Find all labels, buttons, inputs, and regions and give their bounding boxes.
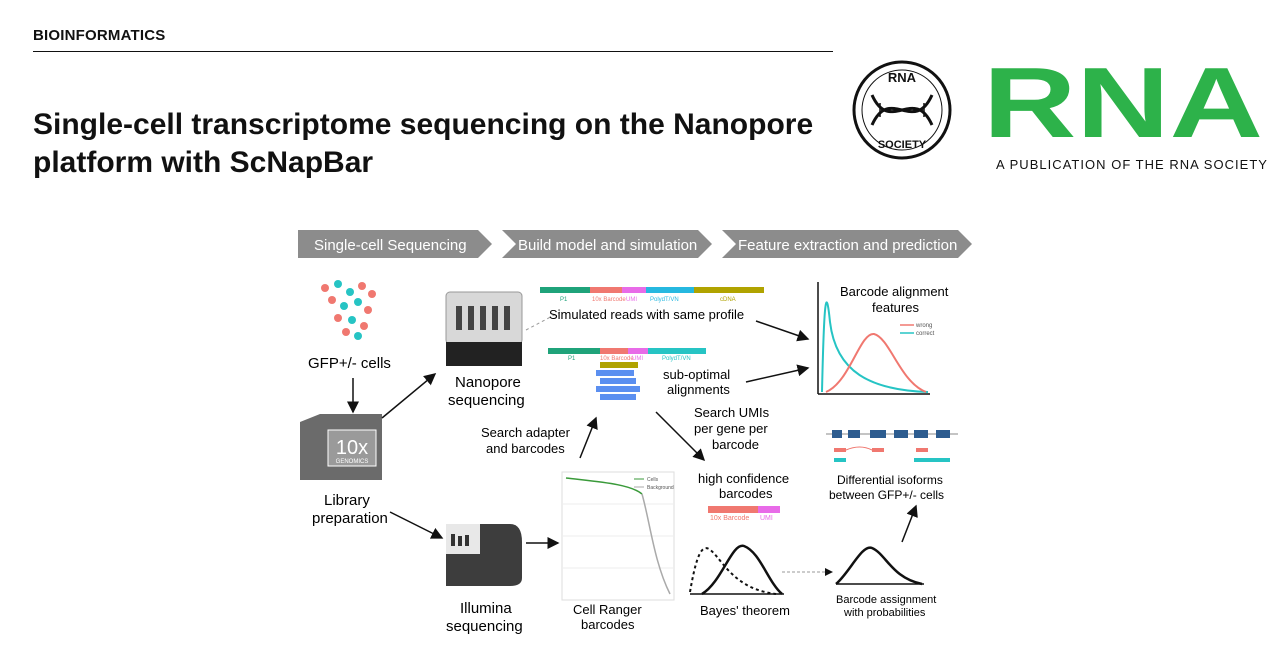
- read2-label-p1: P1: [568, 356, 576, 362]
- assignment-curve: [835, 546, 924, 586]
- stage-2-label: Build model and simulation: [518, 237, 697, 254]
- search-umis-label-1: Search UMIs: [694, 405, 770, 420]
- read-label-cdna: cDNA: [720, 297, 736, 303]
- features-label-1: Barcode alignment: [840, 284, 949, 299]
- nanopore-label-2: sequencing: [448, 392, 525, 409]
- search-adapter-label-1: Search adapter: [481, 425, 571, 440]
- cellranger-label-1: Cell Ranger: [573, 602, 642, 617]
- stage-1-chevron: [298, 230, 492, 258]
- article-title: Single-cell transcriptome sequencing on …: [33, 106, 833, 182]
- rna-society-logo: RNA SOCIETY RNA A PUBLICATION OF THE RNA…: [852, 55, 1268, 172]
- tenx-genomics-device: 10x GENOMICS: [300, 414, 382, 480]
- title-line-1: Single-cell transcriptome sequencing on …: [33, 108, 814, 141]
- tenx-text: 10x: [336, 437, 368, 459]
- kneeplot-legend-background: Background: [647, 485, 674, 491]
- stage-3-label: Feature extraction and prediction: [738, 237, 957, 254]
- bayes-label: Bayes' theorem: [700, 603, 790, 618]
- diff-label-1: Differential isoforms: [837, 473, 943, 487]
- nanopore-label-1: Nanopore: [455, 374, 521, 391]
- features-label-2: features: [872, 300, 919, 315]
- read2-label-barcode: 10x Barcode: [600, 356, 634, 362]
- read-label-umi: UMI: [626, 297, 637, 303]
- kneeplot-legend-cells: Cells: [647, 477, 659, 483]
- search-adapter-label-2: and barcodes: [486, 441, 565, 456]
- features-plot: wrong correct: [817, 282, 935, 395]
- alignment-stack: P1 10x Barcode UMI PolydT/VN: [548, 348, 706, 400]
- seal-bottom-text: SOCIETY: [878, 139, 927, 151]
- section-label: BIOINFORMATICS: [33, 27, 166, 44]
- bayes-curves: [689, 544, 784, 596]
- high-conf-label-1: high confidence: [698, 471, 789, 486]
- illumina-label-2: sequencing: [446, 618, 523, 635]
- title-line-2: platform with ScNapBar: [33, 146, 374, 179]
- illumina-device: [446, 524, 522, 586]
- tenx-sub-text: GENOMICS: [336, 459, 369, 465]
- rna-society-seal: RNA SOCIETY: [852, 60, 952, 160]
- gfp-cells-label: GFP+/- cells: [308, 355, 391, 372]
- read2-label-umi: UMI: [632, 356, 643, 362]
- rna-wordmark: RNA: [983, 55, 1263, 159]
- legend-wrong: wrong: [915, 323, 932, 329]
- simulated-read-bar: P1 10x Barcode UMI PolydT/VN cDNA: [540, 287, 764, 303]
- read-label-barcode: 10x Barcode: [592, 297, 626, 303]
- simulated-reads-label: Simulated reads with same profile: [549, 307, 744, 322]
- seal-top-text: RNA: [888, 70, 917, 85]
- scnapbar-workflow-figure: Single-cell Sequencing Build model and s…: [298, 230, 972, 635]
- hc-label-barcode: 10x Barcode: [710, 515, 749, 522]
- legend-correct: correct: [916, 331, 935, 337]
- search-umis-label-2: per gene per: [694, 421, 768, 436]
- isoform-diagram: [826, 430, 958, 462]
- nanopore-device: [445, 291, 523, 366]
- suboptimal-label-2: alignments: [667, 382, 730, 397]
- header-rule: [33, 51, 833, 52]
- assign-label-1: Barcode assignment: [836, 594, 936, 606]
- high-conf-barcode-bar: 10x Barcode UMI: [708, 506, 780, 522]
- rna-tagline: A PUBLICATION OF THE RNA SOCIETY: [996, 158, 1268, 172]
- illumina-label-1: Illumina: [460, 600, 512, 617]
- diff-label-2: between GFP+/- cells: [829, 488, 944, 502]
- hc-label-umi: UMI: [760, 515, 773, 522]
- stage-chevrons: Single-cell Sequencing Build model and s…: [298, 230, 972, 258]
- stage-1-label: Single-cell Sequencing: [314, 237, 467, 254]
- suboptimal-label-1: sub-optimal: [663, 367, 730, 382]
- read2-label-polydt: PolydT/VN: [662, 356, 691, 362]
- gfp-cells-dots: [321, 280, 376, 340]
- library-label-1: Library: [324, 492, 370, 509]
- assign-label-2: with probabilities: [843, 607, 926, 619]
- library-label-2: preparation: [312, 510, 388, 527]
- high-conf-label-2: barcodes: [719, 486, 773, 501]
- search-umis-label-3: barcode: [712, 437, 759, 452]
- cellranger-knee-plot: Cells Background: [561, 471, 675, 601]
- stage-2-chevron: [502, 230, 712, 258]
- read-label-polydt: PolydT/VN: [650, 297, 679, 303]
- cellranger-label-2: barcodes: [581, 617, 635, 632]
- read-label-p1: P1: [560, 297, 568, 303]
- stage-3-chevron: [722, 230, 972, 258]
